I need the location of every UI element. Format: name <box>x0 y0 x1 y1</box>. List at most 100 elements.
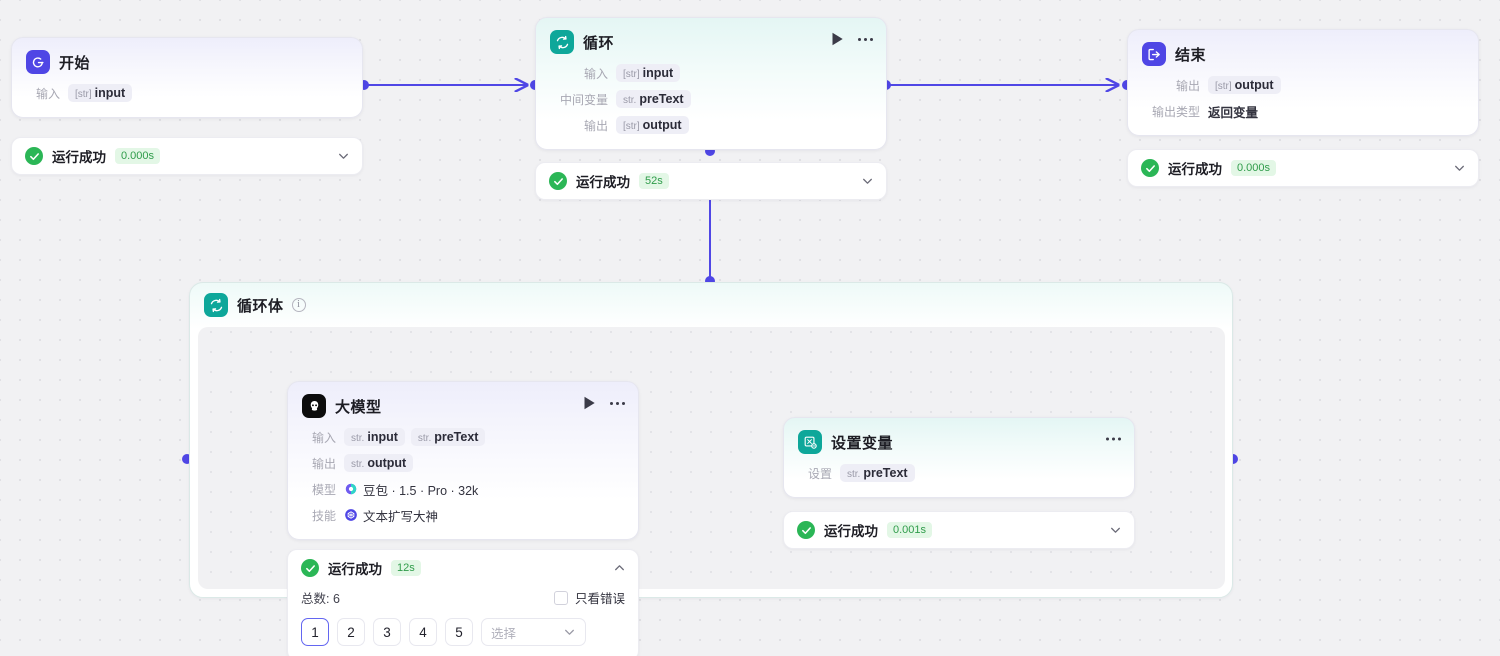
page-button-1[interactable]: 1 <box>301 618 329 646</box>
node-llm-title: 大模型 <box>335 398 382 416</box>
chevron-down-icon[interactable] <box>1453 162 1466 175</box>
status-start-header[interactable]: 运行成功 0.000s <box>12 138 362 174</box>
page-button-4[interactable]: 4 <box>409 618 437 646</box>
run-play-icon[interactable] <box>583 396 596 410</box>
status-label: 运行成功 <box>576 175 630 190</box>
status-loop[interactable]: 运行成功 52s <box>535 162 887 200</box>
node-start[interactable]: 开始 输入 [str] input <box>11 37 363 118</box>
page-button-5[interactable]: 5 <box>445 618 473 646</box>
chevron-up-icon[interactable] <box>613 562 626 575</box>
status-start[interactable]: 运行成功 0.000s <box>11 137 363 175</box>
loop-icon <box>204 293 228 317</box>
pagination[interactable]: 1 2 3 4 5 选择 <box>301 618 625 646</box>
llm-icon <box>302 394 326 418</box>
setvar-icon <box>798 430 822 454</box>
status-label: 运行成功 <box>824 524 878 539</box>
loop-icon <box>550 30 574 54</box>
node-start-header: 开始 <box>12 38 362 80</box>
chip-variable[interactable]: [str] input <box>616 64 681 82</box>
node-end[interactable]: 结束 输出 [str] output 输出类型 返回变量 <box>1127 29 1479 136</box>
row-input: 输入 str. input str. preText <box>302 426 624 448</box>
chip-name: preText <box>434 430 479 444</box>
row-label: 输入 <box>35 86 60 101</box>
skill-value: 文本扩写大神 <box>344 506 438 525</box>
chevron-down-icon[interactable] <box>1109 524 1122 537</box>
page-button-2[interactable]: 2 <box>337 618 365 646</box>
node-loop[interactable]: 循环 输入 [str] input 中间变量 str. preTex <box>535 17 887 150</box>
row-model: 模型 豆包 · 1.5 · Pro · 32k <box>302 478 624 500</box>
status-end[interactable]: 运行成功 0.000s <box>1127 149 1479 187</box>
status-setvar[interactable]: 运行成功 0.001s <box>783 511 1135 549</box>
node-setvar-title: 设置变量 <box>831 434 894 452</box>
chip-variable[interactable]: str. input <box>344 428 405 446</box>
status-label: 运行成功 <box>52 150 106 165</box>
chip-variable[interactable]: str. preText <box>410 428 486 446</box>
row-label: 输出类型 <box>1151 104 1200 119</box>
chip-type: str. <box>351 459 365 470</box>
row-label: 设置 <box>807 466 832 481</box>
chip-variable[interactable]: str. preText <box>840 464 915 482</box>
detail-top-row: 总数: 6 只看错误 <box>301 588 625 607</box>
status-label: 运行成功 <box>328 562 382 577</box>
only-errors-toggle[interactable]: 只看错误 <box>553 588 625 607</box>
row-label: 输出 <box>583 118 608 133</box>
node-end-rows: 输出 [str] output 输出类型 返回变量 <box>1128 72 1478 135</box>
chip-name: input <box>367 430 398 444</box>
page-button-3[interactable]: 3 <box>373 618 401 646</box>
status-duration: 52s <box>639 173 669 189</box>
node-llm[interactable]: 大模型 输入 str. input str. preText <box>287 381 639 540</box>
success-check-icon <box>549 172 567 190</box>
row-output: 输出 [str] output <box>1142 74 1464 96</box>
chip-type: str. <box>623 95 637 106</box>
row-label: 输入 <box>583 66 608 81</box>
doubao-icon <box>345 483 357 495</box>
row-label: 中间变量 <box>559 92 608 107</box>
status-duration: 12s <box>391 560 421 576</box>
page-select-placeholder: 选择 <box>491 626 517 641</box>
row-input: 输入 [str] input <box>550 62 872 84</box>
row-intermediate-variable: 中间变量 str. preText <box>550 88 872 110</box>
node-loop-rows: 输入 [str] input 中间变量 str. preText 输出 [str… <box>536 60 886 149</box>
status-llm-header[interactable]: 运行成功 12s <box>288 550 638 586</box>
more-options-icon[interactable] <box>1106 437 1121 441</box>
status-llm[interactable]: 运行成功 12s 总数: 6 只看错误 1 2 3 4 5 选择 <box>287 549 639 656</box>
model-value: 豆包 · 1.5 · Pro · 32k <box>344 480 478 499</box>
node-setvar-rows: 设置 str. preText <box>784 460 1134 497</box>
only-errors-label: 只看错误 <box>574 592 625 606</box>
status-label: 运行成功 <box>1168 162 1222 177</box>
chip-type: str. <box>351 433 365 444</box>
more-options-icon[interactable] <box>610 401 625 405</box>
status-setvar-header[interactable]: 运行成功 0.001s <box>784 512 1134 548</box>
node-setvar[interactable]: 设置变量 设置 str. preText <box>783 417 1135 498</box>
row-setting: 设置 str. preText <box>798 462 1120 484</box>
chip-type: str. <box>417 433 432 444</box>
chip-name: output <box>367 456 407 470</box>
row-output: 输出 [str] output <box>550 114 872 136</box>
chevron-down-icon[interactable] <box>337 150 350 163</box>
loop-body-title: 循环体 <box>237 297 284 315</box>
loop-body-header: 循环体 i <box>190 283 1232 327</box>
info-icon[interactable]: i <box>291 298 306 312</box>
chip-variable[interactable]: str. preText <box>616 90 691 108</box>
llm-run-detail: 总数: 6 只看错误 1 2 3 4 5 选择 <box>288 586 638 656</box>
chevron-down-icon[interactable] <box>861 175 874 188</box>
chip-variable[interactable]: str. output <box>344 454 414 472</box>
page-select[interactable]: 选择 <box>481 618 586 646</box>
status-duration: 0.000s <box>1231 160 1277 176</box>
node-setvar-header: 设置变量 <box>784 418 1134 460</box>
more-options-icon[interactable] <box>858 37 873 41</box>
chip-variable[interactable]: [str] input <box>68 84 133 102</box>
status-loop-header[interactable]: 运行成功 52s <box>536 163 886 199</box>
chip-variable[interactable]: [str] output <box>1208 76 1281 94</box>
only-errors-checkbox[interactable] <box>553 590 568 605</box>
node-start-title: 开始 <box>59 54 91 72</box>
chip-variable[interactable]: [str] output <box>616 116 689 134</box>
chevron-down-icon[interactable] <box>563 626 576 639</box>
row-skill: 技能 文本扩写大神 <box>302 504 624 526</box>
status-end-header[interactable]: 运行成功 0.000s <box>1128 150 1478 186</box>
status-duration: 0.000s <box>115 148 161 164</box>
run-play-icon[interactable] <box>831 32 844 46</box>
chip-type: [str] <box>623 69 640 80</box>
node-llm-actions <box>583 396 625 410</box>
